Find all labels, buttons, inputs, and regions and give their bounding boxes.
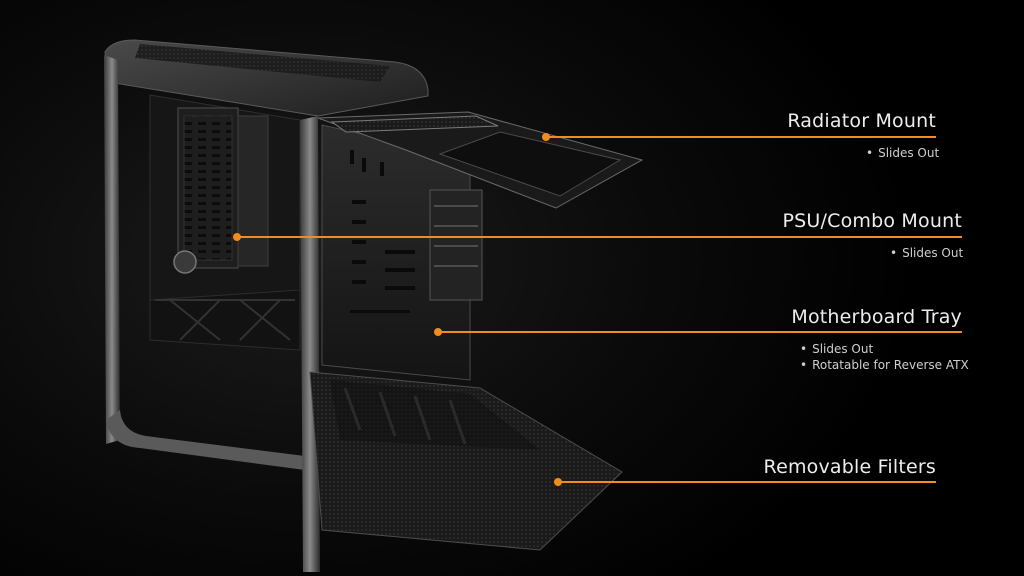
bullet-item: Slides Out (800, 341, 969, 357)
case-front-frame (104, 55, 120, 444)
radiator-mount-mesh (330, 115, 499, 133)
motherboard-cutouts (350, 150, 415, 313)
bullet-item: Slides Out (866, 145, 939, 161)
psu-combo-mount-title: PSU/Combo Mount (782, 210, 962, 232)
motherboard-tray-title: Motherboard Tray (791, 306, 962, 328)
top-vent-grille (135, 44, 390, 82)
radiator-mount-dot (542, 133, 550, 141)
motherboard-tray-dot (434, 328, 442, 336)
radiator-mount-bullets: Slides Out (866, 145, 939, 161)
psu-vent (183, 115, 233, 261)
removable-filters-dot (554, 478, 562, 486)
case-bottom-frame (106, 410, 305, 470)
pump-reservoir (173, 250, 197, 274)
psu-combo-mount-dot (233, 233, 241, 241)
bullet-item: Rotatable for Reverse ATX (800, 357, 969, 373)
bullet-item: Slides Out (890, 245, 963, 261)
motherboard-tray-bullets: Slides Out Rotatable for Reverse ATX (800, 341, 969, 373)
psu-combo-mount-bullets: Slides Out (890, 245, 963, 261)
interior-cross-bracing (155, 299, 295, 341)
case-center-post (300, 116, 320, 572)
removable-filters-title: Removable Filters (763, 456, 936, 478)
psu-side-plate (237, 115, 269, 267)
radiator-mount-title: Radiator Mount (787, 110, 936, 132)
drive-cage (429, 189, 483, 301)
